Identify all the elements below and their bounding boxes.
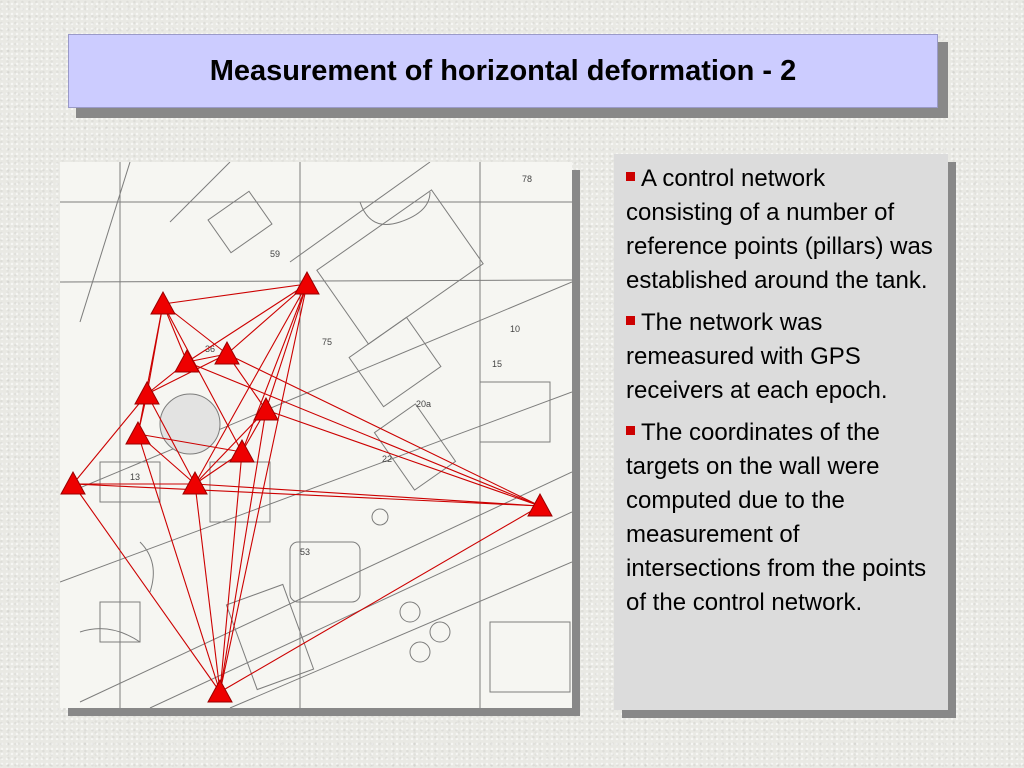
pillar-marker-icon [527,492,553,517]
bullet-text-box: A control network consisting of a number… [614,154,948,710]
plan-label: 78 [522,174,532,184]
network-line [265,409,541,507]
network-line [186,361,541,507]
bullet-square-icon [626,316,635,325]
network-line [137,433,221,693]
network-line [137,303,164,435]
bullet-square-icon [626,172,635,181]
network-line [219,451,243,693]
bullet-square-icon [626,426,635,435]
network-line [241,283,308,453]
pillar-marker-icon [294,270,320,295]
plan-label: 59 [270,249,280,259]
network-line [162,303,243,453]
plan-label: 20a [416,399,431,409]
network-line [146,353,228,395]
pillar-marker-icon [125,420,151,445]
pillar-marker-icon [229,438,255,463]
plan-label: 10 [510,324,520,334]
bullet-item: A control network consisting of a number… [626,162,938,298]
pillar-marker-icon [150,290,176,315]
site-plan-image: 59 75 15 13 22 53 10 78 20a 36 [60,162,572,708]
slide-title: Measurement of horizontal deformation - … [209,54,797,87]
network-line [72,393,148,485]
bullet-text: A control network consisting of a number… [626,165,933,294]
network-line [146,393,196,485]
network-line [137,433,243,453]
network-line [72,483,541,507]
pillar-marker-icon [174,348,200,373]
site-plan-drawing: 59 75 15 13 22 53 10 78 20a 36 [60,162,572,708]
network-line [186,283,308,363]
title-box: Measurement of horizontal deformation - … [68,34,938,108]
network-line [194,483,221,693]
network-line [265,283,308,411]
pillar-marker-icon [60,470,86,495]
plan-label: 75 [322,337,332,347]
network-line [194,483,541,507]
network-line [194,409,267,485]
network-line [72,483,221,693]
plan-label: 13 [130,472,140,482]
bullet-item: The network was remeasured with GPS rece… [626,306,938,408]
pillar-marker-icon [134,380,160,405]
network-line [162,283,308,305]
network-line [219,505,541,693]
plan-label: 36 [205,344,215,354]
network-line [219,409,267,693]
network-line [226,283,308,355]
bullet-text: The network was remeasured with GPS rece… [626,309,888,404]
bullet-text: The coordinates of the targets on the wa… [626,419,927,616]
network-line [194,283,308,485]
network-line [226,353,541,507]
plan-label: 15 [492,359,502,369]
bullet-item: The coordinates of the targets on the wa… [626,416,938,620]
pillar-marker-icon [182,470,208,495]
pillar-marker-icon [214,340,240,365]
pillar-marker-icon [207,678,233,703]
pillar-marker-icon [253,396,279,421]
plan-label: 22 [382,454,392,464]
plan-label: 53 [300,547,310,557]
